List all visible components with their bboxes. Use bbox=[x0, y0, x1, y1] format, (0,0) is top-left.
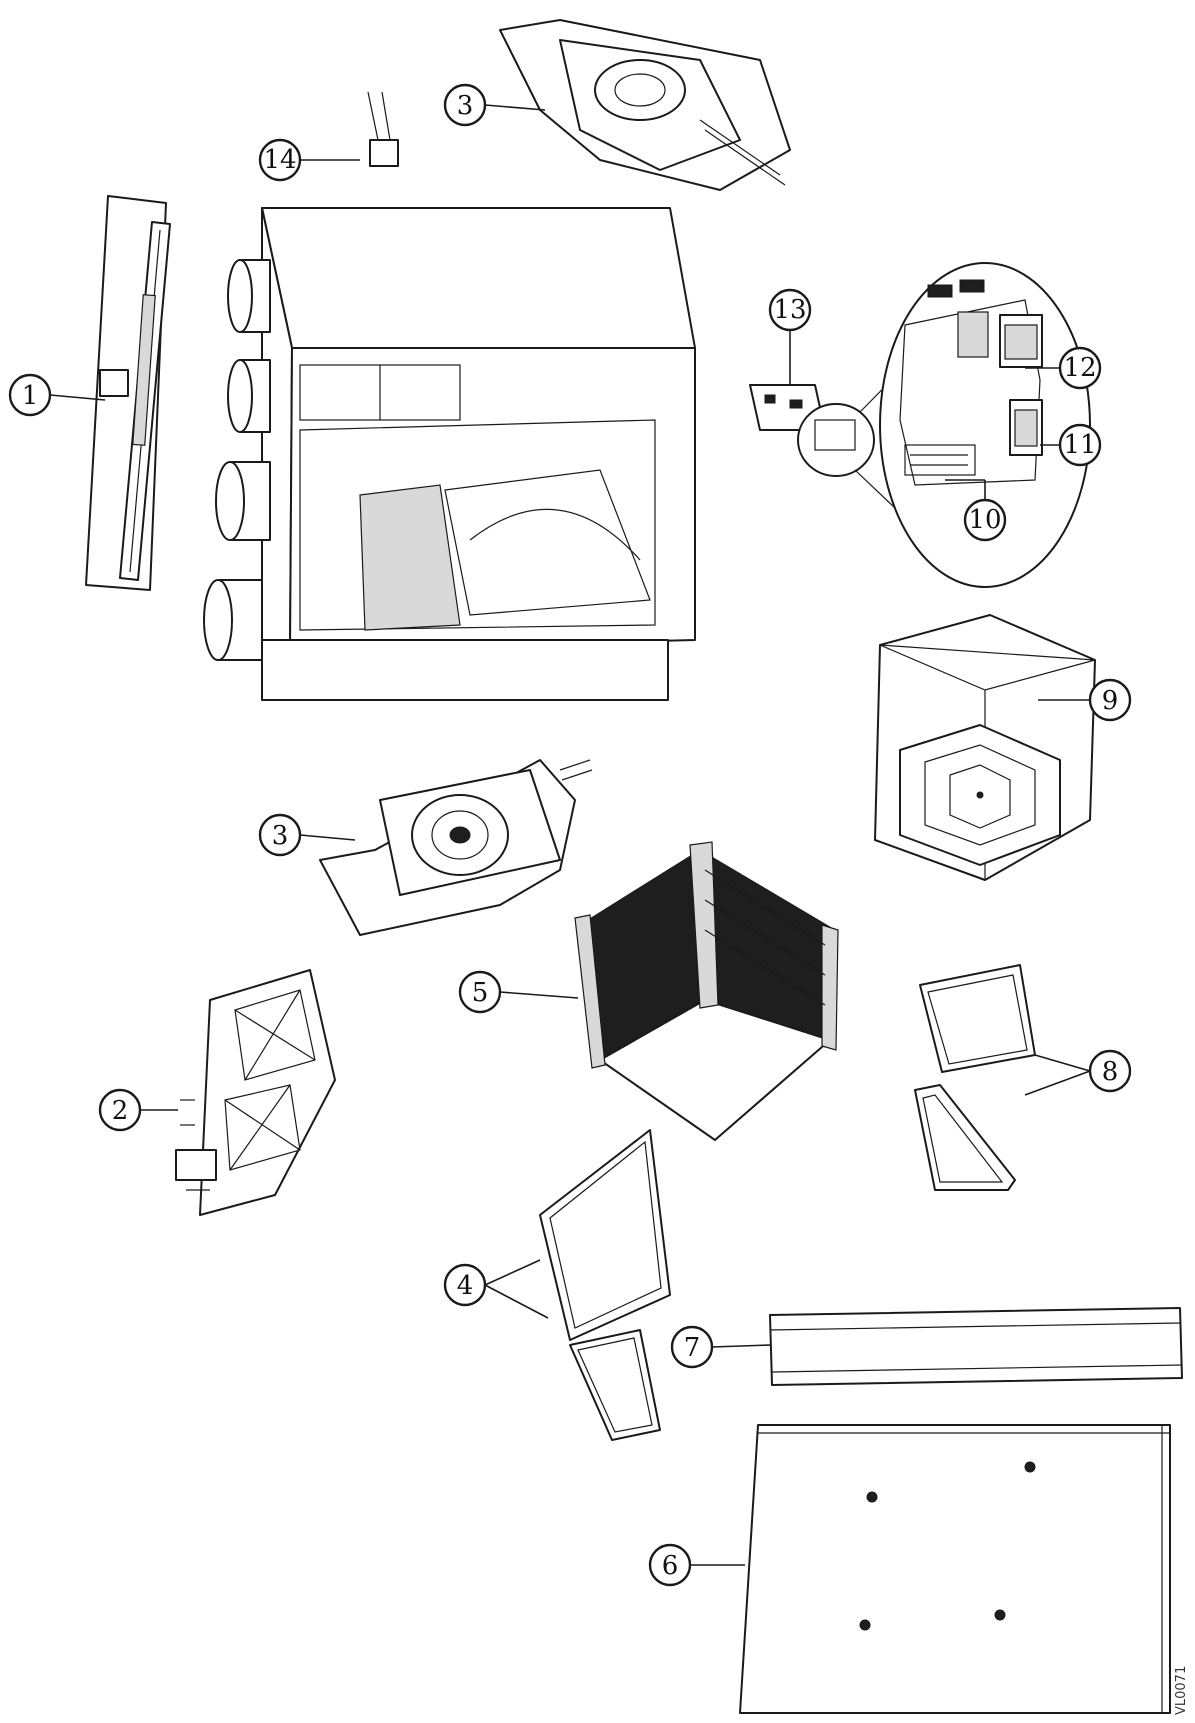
svg-text:11: 11 bbox=[1063, 430, 1096, 460]
part-4-filters bbox=[539, 1129, 671, 1441]
callout-3-top: 3 bbox=[443, 83, 487, 127]
leader-lines bbox=[49, 104, 1091, 1566]
duct-collar bbox=[203, 579, 263, 661]
svg-text:2: 2 bbox=[112, 1096, 129, 1126]
svg-text:14: 14 bbox=[263, 145, 296, 175]
part-3-blower-middle bbox=[319, 759, 593, 936]
part-9-hex-core bbox=[874, 614, 1096, 881]
svg-text:4: 4 bbox=[457, 1271, 474, 1301]
svg-text:5: 5 bbox=[472, 978, 489, 1008]
svg-text:9: 9 bbox=[1102, 686, 1119, 716]
part-6-access-door bbox=[739, 1424, 1171, 1714]
callout-9: 9 bbox=[1088, 678, 1132, 722]
svg-text:12: 12 bbox=[1063, 353, 1096, 383]
zoom-detail bbox=[797, 262, 1091, 588]
callout-3-middle: 3 bbox=[258, 813, 302, 857]
callout-13: 13 bbox=[768, 288, 812, 332]
duct-collar bbox=[215, 461, 271, 541]
part-5-heat-core bbox=[574, 841, 839, 1141]
svg-text:3: 3 bbox=[457, 91, 474, 121]
callout-5: 5 bbox=[458, 970, 502, 1014]
svg-text:1: 1 bbox=[22, 381, 39, 411]
callout-6: 6 bbox=[648, 1543, 692, 1587]
drawing-code: VL0071 bbox=[1174, 1666, 1189, 1715]
duct-collar bbox=[227, 259, 271, 333]
part-14-sensor bbox=[367, 91, 399, 167]
svg-text:10: 10 bbox=[968, 505, 1001, 535]
callout-10: 10 bbox=[963, 498, 1007, 542]
callout-12: 12 bbox=[1058, 346, 1102, 390]
svg-text:7: 7 bbox=[684, 1333, 701, 1363]
part-8-filters bbox=[914, 964, 1036, 1191]
callout-2: 2 bbox=[98, 1088, 142, 1132]
svg-text:8: 8 bbox=[1102, 1057, 1119, 1087]
callout-1: 1 bbox=[8, 373, 52, 417]
svg-text:6: 6 bbox=[662, 1551, 679, 1581]
part-3-blower-top bbox=[499, 19, 791, 191]
part-2-damper-assembly bbox=[175, 969, 336, 1216]
main-cabinet bbox=[203, 207, 696, 701]
part-7-side-panel bbox=[769, 1307, 1183, 1386]
callout-8: 8 bbox=[1088, 1049, 1132, 1093]
svg-text:13: 13 bbox=[773, 295, 806, 325]
callout-11: 11 bbox=[1058, 423, 1102, 467]
svg-text:3: 3 bbox=[272, 821, 289, 851]
duct-collar bbox=[227, 359, 271, 433]
callout-7: 7 bbox=[670, 1325, 714, 1369]
callout-14: 14 bbox=[258, 138, 302, 182]
part-1-mounting-rail bbox=[85, 195, 171, 591]
callout-4: 4 bbox=[443, 1263, 487, 1307]
